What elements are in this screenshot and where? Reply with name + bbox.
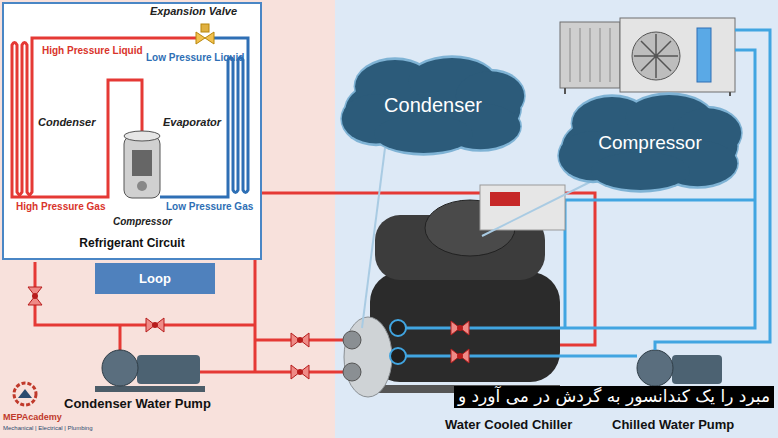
pipe	[406, 355, 637, 358]
node-text: Compressor	[598, 132, 701, 154]
valve	[451, 349, 469, 363]
legs	[565, 88, 730, 96]
valve-body	[451, 349, 469, 363]
valve-stem	[457, 325, 463, 331]
logo-text: MEPAcademy	[3, 412, 62, 422]
valve	[291, 365, 309, 379]
fan	[632, 32, 680, 80]
chilled-water-pipes	[565, 200, 755, 328]
waterbox	[344, 317, 392, 397]
node-text: Condenser	[384, 94, 482, 117]
compressor-body	[124, 136, 160, 198]
equipment-name: Condenser Water Pump	[64, 397, 211, 412]
pipe	[35, 262, 255, 325]
nozzle	[390, 348, 406, 364]
valve-stem	[152, 322, 158, 328]
refrigerant-circuit-inset	[2, 2, 262, 260]
pipe	[119, 325, 122, 350]
node-text: Loop	[139, 271, 171, 286]
callout-leaders	[362, 148, 590, 328]
filter-section	[560, 22, 620, 88]
valve	[451, 321, 469, 335]
leader-line	[482, 182, 590, 236]
pipe	[406, 50, 755, 328]
flow-state: Low Pressure Gas	[166, 201, 253, 213]
valve-body	[28, 287, 42, 305]
pump-motor	[672, 355, 722, 384]
part-name: Compressor	[113, 216, 172, 228]
valve-body	[291, 333, 309, 347]
valve-stem	[32, 293, 38, 299]
valve-body	[146, 318, 164, 332]
part-name: Condenser	[38, 116, 95, 129]
valve-actuator	[201, 24, 209, 32]
control-box	[480, 185, 565, 230]
valve-stem	[297, 369, 303, 375]
cloud-fill	[374, 115, 473, 153]
logo-mark	[14, 383, 36, 405]
valve	[146, 318, 164, 332]
cloud-fill	[591, 152, 690, 190]
nozzle	[390, 320, 406, 336]
pump-volute	[102, 350, 138, 386]
logo-gear	[14, 383, 36, 405]
compressor-piston	[132, 150, 152, 176]
valve-body	[451, 321, 469, 335]
compressor-cap	[124, 131, 160, 141]
nozzle	[343, 331, 361, 349]
subtitle: مبرد را یک کندانسور به گردش در می آورد و	[454, 386, 774, 408]
cooling-coil	[697, 28, 711, 82]
loop-box: Loop	[95, 263, 215, 294]
control-panel	[490, 192, 520, 206]
pump-base	[95, 386, 205, 392]
valves	[28, 287, 469, 379]
nozzle	[343, 363, 361, 381]
chilled-water-pipes	[406, 30, 770, 356]
callout-cloud: Compressor	[555, 95, 745, 190]
pipe	[565, 200, 755, 328]
inset-ground	[2, 2, 262, 260]
equipment-name: Water Cooled Chiller	[445, 418, 572, 433]
logo-house	[18, 389, 32, 398]
valve-body	[291, 365, 309, 379]
expansion-valve-symbol	[196, 32, 214, 44]
valve-stem	[457, 353, 463, 359]
condenser-water-pump	[95, 350, 205, 392]
fan-blades	[634, 34, 678, 78]
part-name: Evaporator	[163, 116, 221, 129]
node-text: Refrigerant Circuit	[79, 236, 184, 250]
leader-line	[362, 148, 385, 328]
callout-cloud: Condenser	[338, 58, 528, 153]
valve-stem	[297, 337, 303, 343]
pipe	[655, 30, 770, 350]
fan-section	[620, 18, 735, 92]
flow-state: High Pressure Liquid	[42, 45, 143, 57]
part-name: Expansion Valve	[150, 5, 237, 18]
pump-volute	[637, 350, 673, 386]
equipment-name: Chilled Water Pump	[612, 418, 734, 433]
flow-state: High Pressure Gas	[16, 201, 105, 213]
chilled-side-ground	[335, 0, 778, 438]
flow-state: Low Pressure Liquid	[146, 52, 244, 64]
filter-grid	[570, 28, 610, 82]
compressor-crank	[137, 181, 147, 191]
air-handling-unit	[560, 18, 735, 96]
pump-motor	[137, 355, 200, 384]
valve	[28, 287, 42, 305]
logo-tagline: Mechanical | Electrical | Plumbing	[3, 425, 93, 432]
valve	[291, 333, 309, 347]
